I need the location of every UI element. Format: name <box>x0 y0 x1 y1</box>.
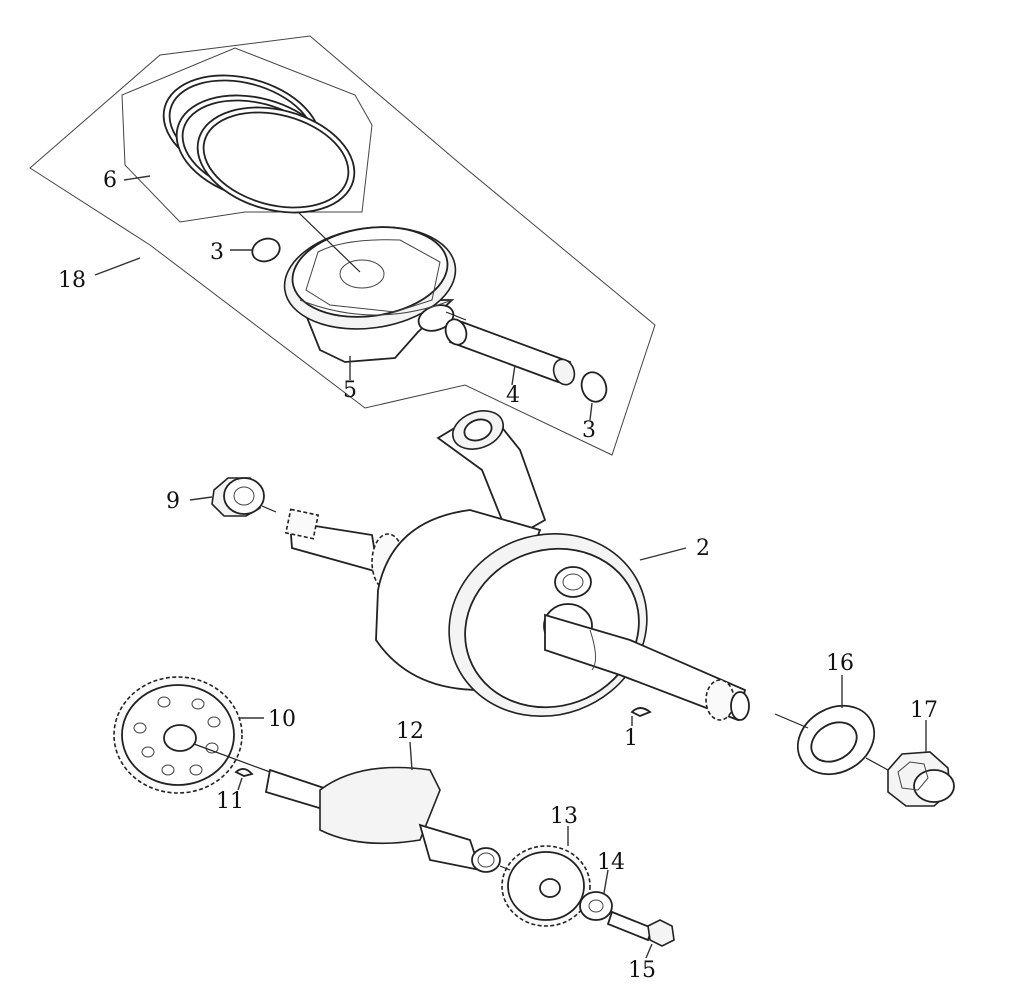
callout-18: 18 <box>58 268 86 293</box>
woodruff-key-11 <box>234 768 254 777</box>
balancer-shaft <box>264 766 501 873</box>
washer-14 <box>579 891 613 921</box>
callout-2: 2 <box>696 536 710 561</box>
sprocket-13 <box>501 845 591 927</box>
callout-9: 9 <box>166 489 180 514</box>
gear-10 <box>113 676 243 794</box>
circlip-left <box>251 237 281 263</box>
callout-12: 12 <box>396 719 424 744</box>
callout-11: 11 <box>216 789 244 814</box>
callout-5: 5 <box>343 378 357 403</box>
ring-set-outline <box>121 47 373 223</box>
callout-16: 16 <box>826 651 854 676</box>
callout-3-right: 3 <box>582 418 596 443</box>
piston-pin <box>444 318 576 386</box>
nut-9 <box>211 477 265 517</box>
callout-14: 14 <box>597 850 625 875</box>
woodruff-key-1 <box>630 707 652 717</box>
callout-15: 15 <box>628 958 656 983</box>
callout-13: 13 <box>550 804 578 829</box>
leader-lines <box>94 175 927 959</box>
callout-17: 17 <box>910 698 938 723</box>
washer-16 <box>796 704 876 776</box>
bolt-15 <box>606 910 675 947</box>
piston <box>283 226 457 363</box>
circlip-right <box>580 371 608 403</box>
callout-3-left: 3 <box>210 240 224 265</box>
callout-6: 6 <box>103 168 117 193</box>
callout-1: 1 <box>624 726 638 751</box>
callout-10: 10 <box>268 707 296 732</box>
nut-17 <box>887 751 955 807</box>
piston-kit-outline <box>29 35 656 456</box>
callout-4: 4 <box>506 383 520 408</box>
piston-rings <box>162 74 356 214</box>
crankshaft-assembly <box>284 410 750 722</box>
